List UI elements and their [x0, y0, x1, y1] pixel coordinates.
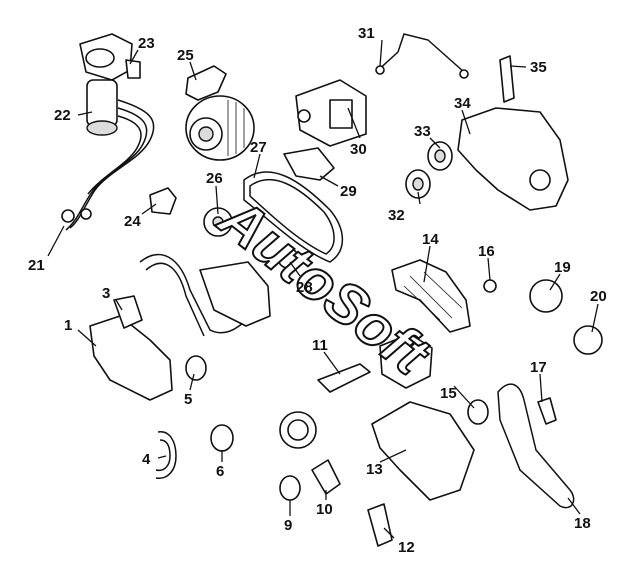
- callout-33: 33: [414, 123, 431, 140]
- callout-17: 17: [530, 359, 547, 376]
- callout-11: 11: [312, 337, 328, 354]
- callout-5: 5: [184, 391, 192, 408]
- callout-26: 26: [206, 170, 223, 187]
- callout-15: 15: [440, 385, 457, 402]
- alternator-part: [185, 95, 255, 161]
- callout-14: 14: [422, 231, 439, 248]
- gear-15-part: [467, 399, 489, 425]
- callout-12: 12: [398, 539, 415, 556]
- roller-5-part: [185, 355, 207, 381]
- callout-13: 13: [366, 461, 383, 478]
- crank-pulley-part: [279, 411, 317, 449]
- callout-numbers: 23 22 25 31 35 34 33 30 29 27 26 24 21 3…: [28, 25, 607, 556]
- callout-35: 35: [530, 59, 547, 76]
- callout-29: 29: [340, 183, 357, 200]
- fuel-pipes-part: [61, 99, 155, 231]
- sensor-16-part: [483, 279, 497, 293]
- callout-27: 27: [250, 139, 267, 156]
- roller-6-part: [210, 424, 234, 452]
- bracket-part: [149, 187, 177, 215]
- cam-gear-20-part: [573, 325, 603, 355]
- callout-9: 9: [284, 517, 292, 534]
- hose-part: [155, 431, 177, 479]
- callout-19: 19: [554, 259, 571, 276]
- callout-30: 30: [350, 141, 367, 158]
- idler-pulley-part: [405, 141, 453, 199]
- callout-34: 34: [454, 95, 471, 112]
- callout-28: 28: [296, 279, 313, 296]
- belt-guard-part: [283, 147, 335, 181]
- oil-pump-part: [379, 333, 433, 389]
- fuel-filter-part: [79, 33, 141, 136]
- callout-24: 24: [124, 213, 141, 230]
- lower-timing-cover-part: [89, 315, 173, 401]
- callout-4: 4: [142, 451, 151, 468]
- cam-gear-19-part: [529, 279, 563, 313]
- pipe-part: [375, 33, 465, 73]
- tensioner-bracket-part: [113, 295, 143, 329]
- callout-leaders: [47, 39, 599, 539]
- callout-32: 32: [388, 207, 405, 224]
- timing-cover-part: [457, 107, 569, 211]
- timing-chain-part: [497, 383, 575, 509]
- bracket-17-part: [537, 397, 557, 425]
- callout-6: 6: [216, 463, 224, 480]
- callout-23: 23: [138, 35, 155, 52]
- callout-20: 20: [590, 288, 607, 305]
- crank-pulley-28-part: [277, 247, 299, 269]
- shaft-part: [317, 363, 371, 393]
- callout-18: 18: [574, 515, 591, 532]
- callout-31: 31: [358, 25, 375, 42]
- steering-pump-part: [295, 79, 367, 147]
- callout-16: 16: [478, 243, 495, 260]
- callout-21: 21: [28, 257, 45, 274]
- alternator-bracket-part: [185, 65, 227, 101]
- callout-1: 1: [64, 317, 72, 334]
- tensioner-10-part: [311, 459, 341, 495]
- callout-22: 22: [54, 107, 71, 124]
- ribbed-belt-part: [243, 171, 344, 263]
- seal-part: [367, 503, 393, 547]
- callout-10: 10: [316, 501, 333, 518]
- roller-9-part: [279, 475, 301, 501]
- rear-cover-part: [371, 401, 475, 501]
- callout-3: 3: [102, 285, 110, 302]
- injector-part: [499, 55, 515, 103]
- callout-25: 25: [177, 47, 194, 64]
